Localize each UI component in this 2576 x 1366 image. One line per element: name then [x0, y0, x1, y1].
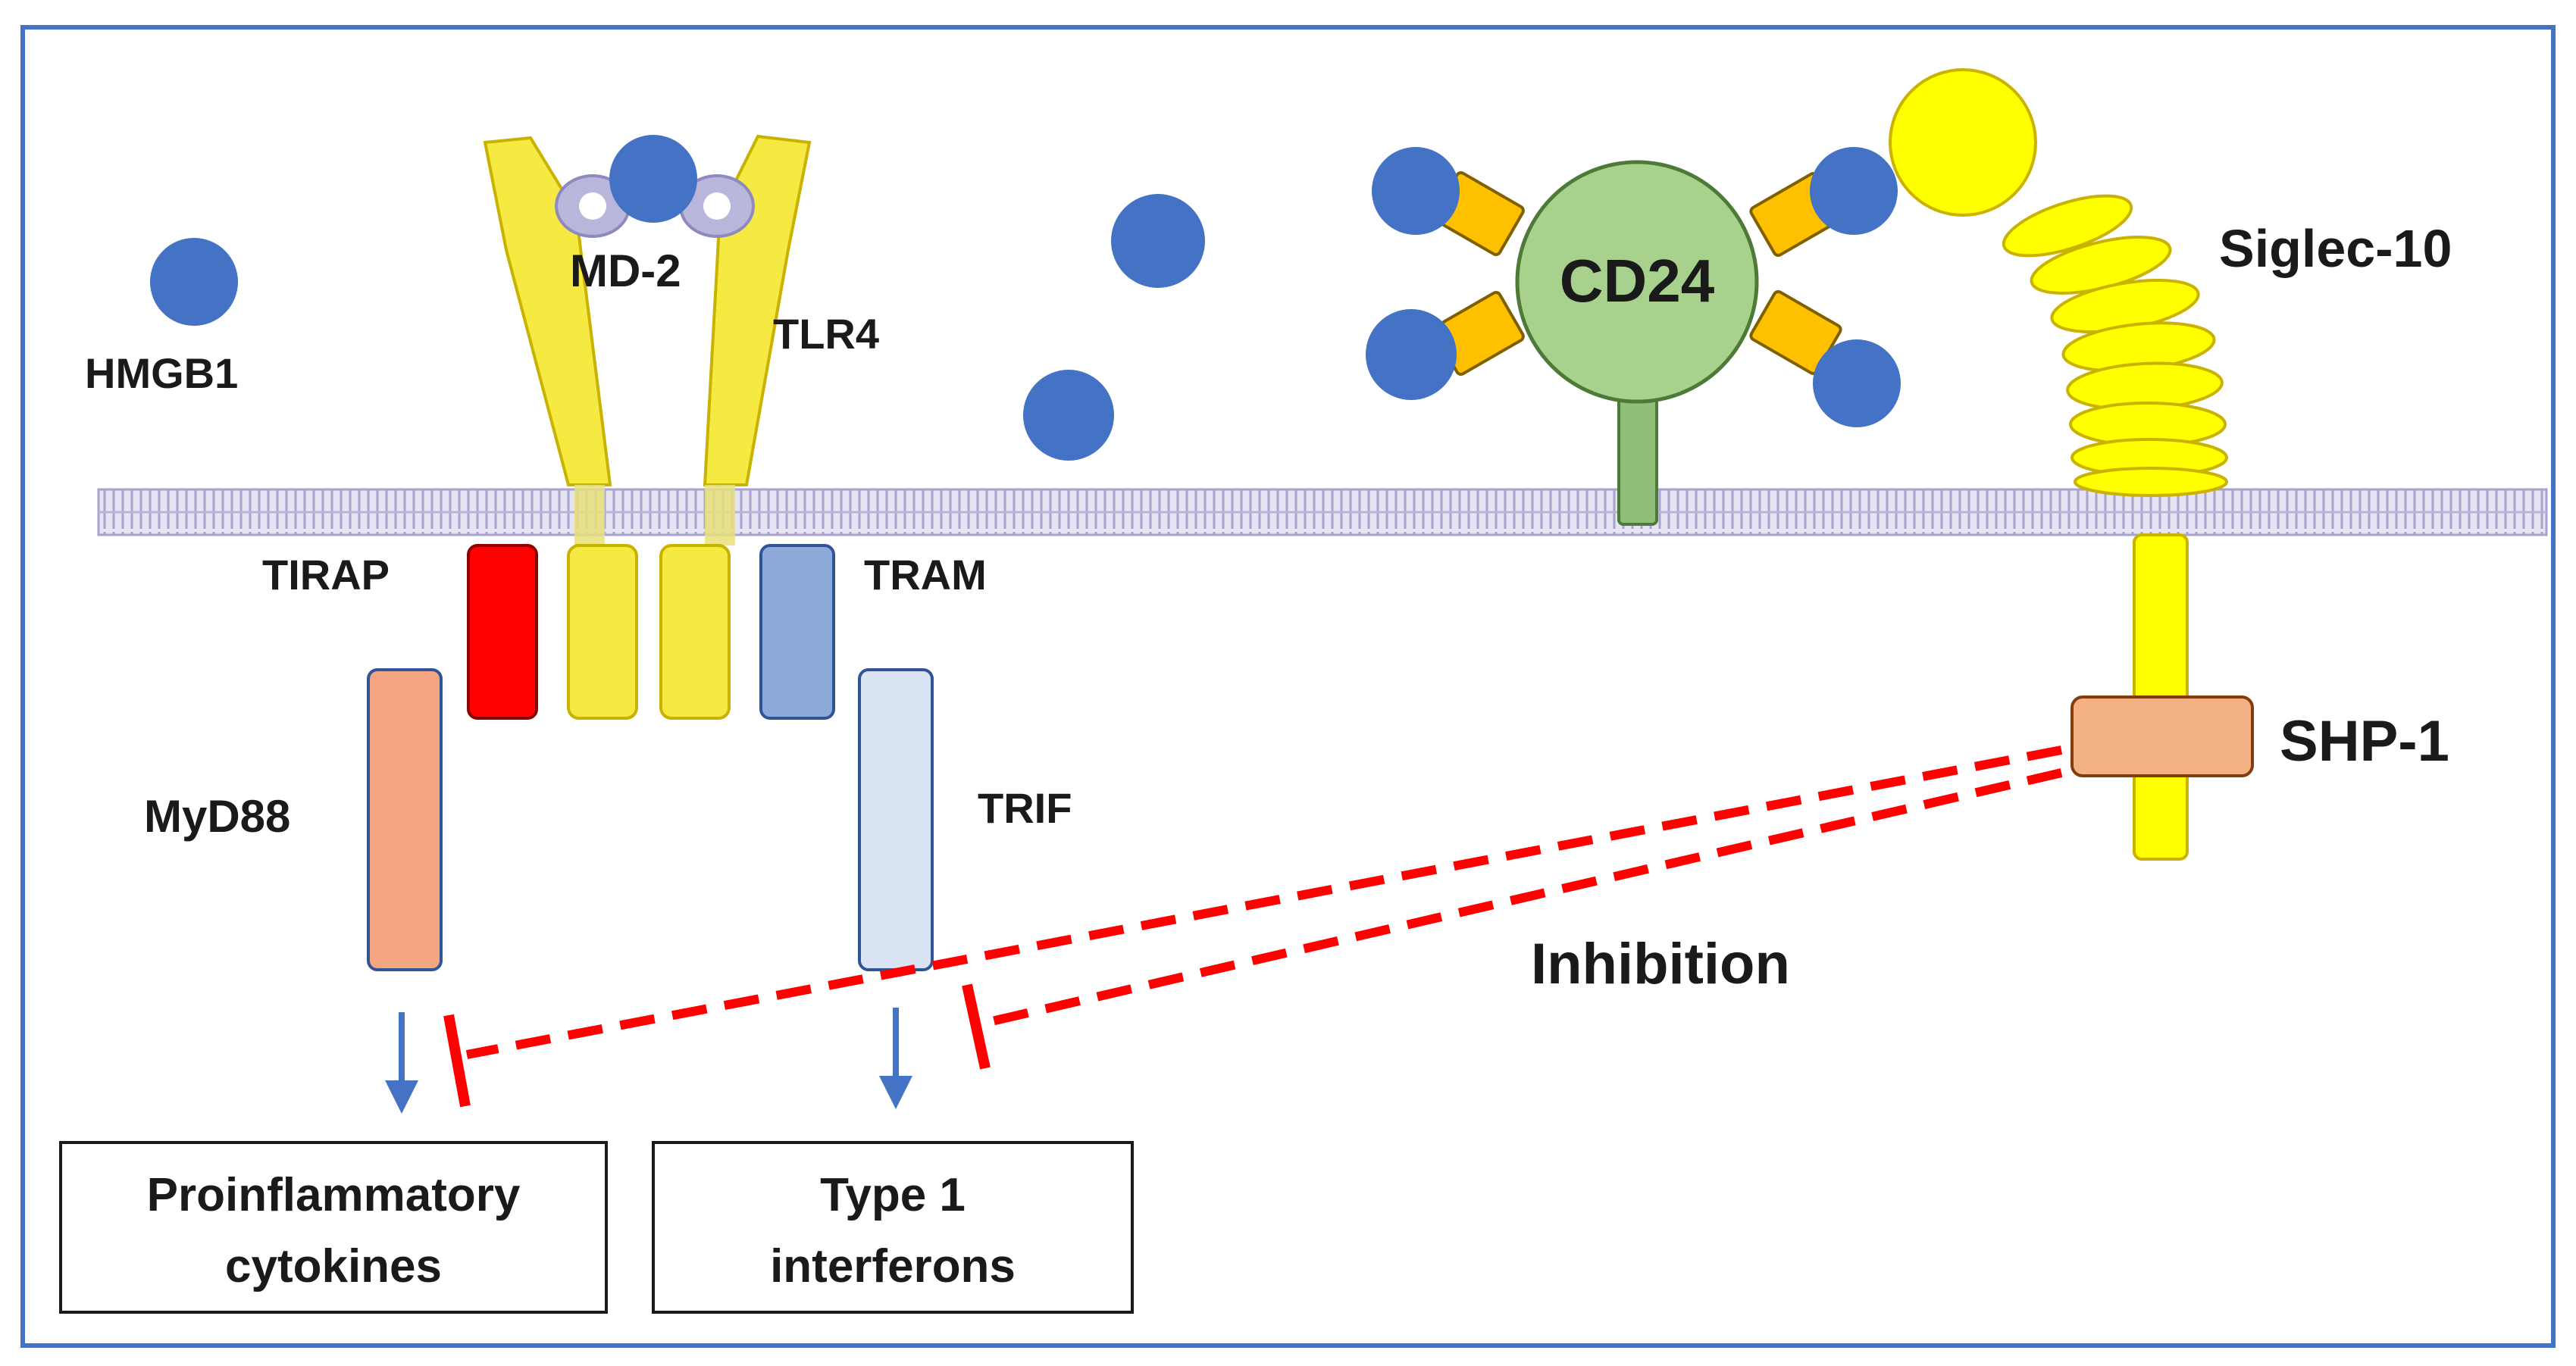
- inhibition-label: Inhibition: [1531, 932, 1790, 996]
- siglec10-head: [1889, 68, 2037, 217]
- tirap-label: TIRAP: [262, 551, 390, 599]
- output-type1-interferons: Type 1 interferons: [652, 1141, 1134, 1314]
- trif-box: [858, 668, 934, 971]
- tram-box: [759, 544, 835, 720]
- hmgb1-ligand: [1366, 309, 1457, 400]
- siglec10-receptor: [1889, 68, 2228, 861]
- hmgb1-ligand: [1023, 370, 1114, 461]
- inhibition-bar-myd88: [443, 1014, 471, 1108]
- hmgb1-label: HMGB1: [85, 349, 238, 397]
- tlr4-tir-right: [659, 544, 731, 720]
- output-line: Type 1: [820, 1169, 966, 1221]
- myd88-box: [367, 668, 443, 971]
- shp1-label: SHP-1: [2280, 709, 2449, 774]
- tirap-box: [467, 544, 538, 720]
- tlr4-label: TLR4: [773, 310, 879, 358]
- tlr4-tir-left: [567, 544, 638, 720]
- trif-label: TRIF: [978, 784, 1072, 832]
- output-proinflammatory-cytokines: Proinflammatory cytokines: [59, 1141, 608, 1314]
- tram-label: TRAM: [864, 551, 987, 599]
- tlr4-arm-left: [483, 136, 612, 486]
- cd24-molecule: [1366, 147, 1901, 526]
- inhibition-line-trif: [984, 768, 2063, 1027]
- hmgb1-ligand: [609, 135, 697, 223]
- shp1-box: [2071, 696, 2254, 777]
- cd24-core: [1515, 160, 1759, 404]
- arrow-to-interferons: [879, 1008, 912, 1109]
- cd24-label: CD24: [1560, 247, 1715, 314]
- md2-complex: [555, 135, 755, 238]
- inhibition-bar-trif: [962, 983, 991, 1070]
- hmgb1-ligand: [150, 238, 238, 326]
- cell-membrane: [97, 488, 2548, 536]
- hmgb1-ligand: [1372, 147, 1460, 235]
- md2-label: MD-2: [570, 245, 681, 296]
- arrow-to-cytokines: [385, 1012, 418, 1114]
- output-line: Proinflammatory: [147, 1169, 521, 1221]
- output-line: cytokines: [225, 1240, 442, 1293]
- inhibition-line-myd88: [465, 746, 2063, 1059]
- inhibition-lines: [443, 746, 2063, 1108]
- hmgb1-ligand: [1813, 339, 1901, 427]
- output-line: interferons: [770, 1240, 1016, 1293]
- myd88-label: MyD88: [144, 791, 290, 842]
- hmgb1-ligand: [1111, 194, 1205, 288]
- hmgb1-ligand: [1810, 147, 1898, 235]
- siglec10-label: Siglec-10: [2219, 219, 2452, 278]
